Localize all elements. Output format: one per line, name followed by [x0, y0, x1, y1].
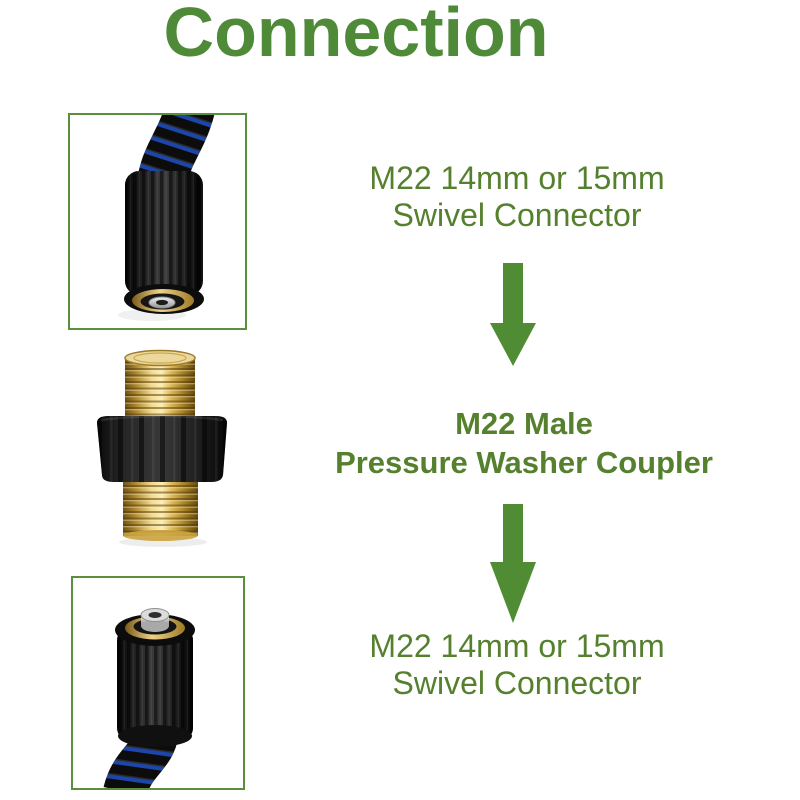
label-swivel-connector-top: M22 14mm or 15mm Swivel Connector [317, 160, 717, 234]
m22-coupler-photo [97, 349, 227, 547]
photo-frame-swivel-connector-bottom [71, 576, 245, 790]
label-line: M22 14mm or 15mm [369, 160, 665, 196]
label-line: Pressure Washer Coupler [335, 445, 713, 480]
swivel-connector-photo-bottom [103, 608, 195, 788]
page-title: Connection [163, 0, 549, 71]
swivel-connector-photo-top [118, 115, 215, 321]
down-arrow-icon [490, 263, 536, 366]
photo-frame-swivel-connector-top [68, 113, 247, 330]
label-line: Swivel Connector [392, 197, 642, 233]
label-m22-coupler: M22 Male Pressure Washer Coupler [324, 404, 724, 482]
label-line: Swivel Connector [392, 665, 642, 701]
label-swivel-connector-bottom: M22 14mm or 15mm Swivel Connector [317, 628, 717, 702]
label-line: M22 Male [455, 406, 593, 441]
label-line: M22 14mm or 15mm [369, 628, 665, 664]
down-arrow-icon [490, 504, 536, 623]
photo-m22-coupler [97, 342, 231, 548]
